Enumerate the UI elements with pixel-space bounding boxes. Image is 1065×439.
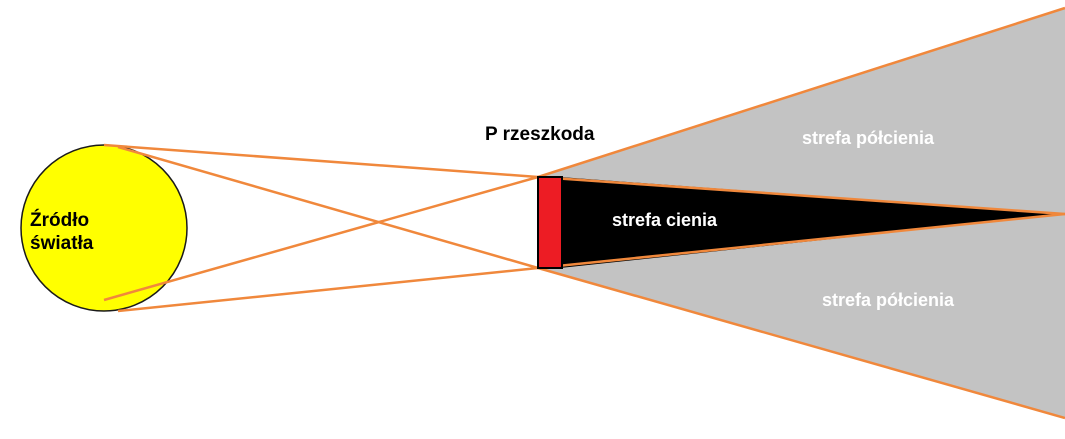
light-rays xyxy=(103,6,1065,420)
ray-top-to-obstacle-bottom xyxy=(117,145,539,270)
penumbra-top-region xyxy=(538,8,1065,214)
ray-bottom-to-obstacle-bottom xyxy=(117,266,539,313)
ray-umbra-top-edge xyxy=(537,175,1065,216)
ray-bottom-to-obstacle-top xyxy=(103,175,539,302)
ray-penumbra-top-edge xyxy=(537,6,1065,179)
ray-penumbra-bottom-edge xyxy=(537,266,1065,420)
penumbra-top-label: strefa półcienia xyxy=(802,128,935,148)
umbra-label: strefa cienia xyxy=(612,210,718,230)
penumbra-bottom-label: strefa półcienia xyxy=(822,290,955,310)
obstacle-label: P rzeszkoda xyxy=(485,124,595,145)
ray-top-to-obstacle-top xyxy=(103,143,539,179)
penumbra-bottom-region xyxy=(538,214,1065,418)
source-label-line1: Źródło xyxy=(30,209,89,231)
obstacle xyxy=(537,176,563,269)
ray-umbra-bottom-edge xyxy=(537,212,1065,270)
source-label-line2: światła xyxy=(30,233,94,254)
umbra-region xyxy=(560,177,1065,268)
